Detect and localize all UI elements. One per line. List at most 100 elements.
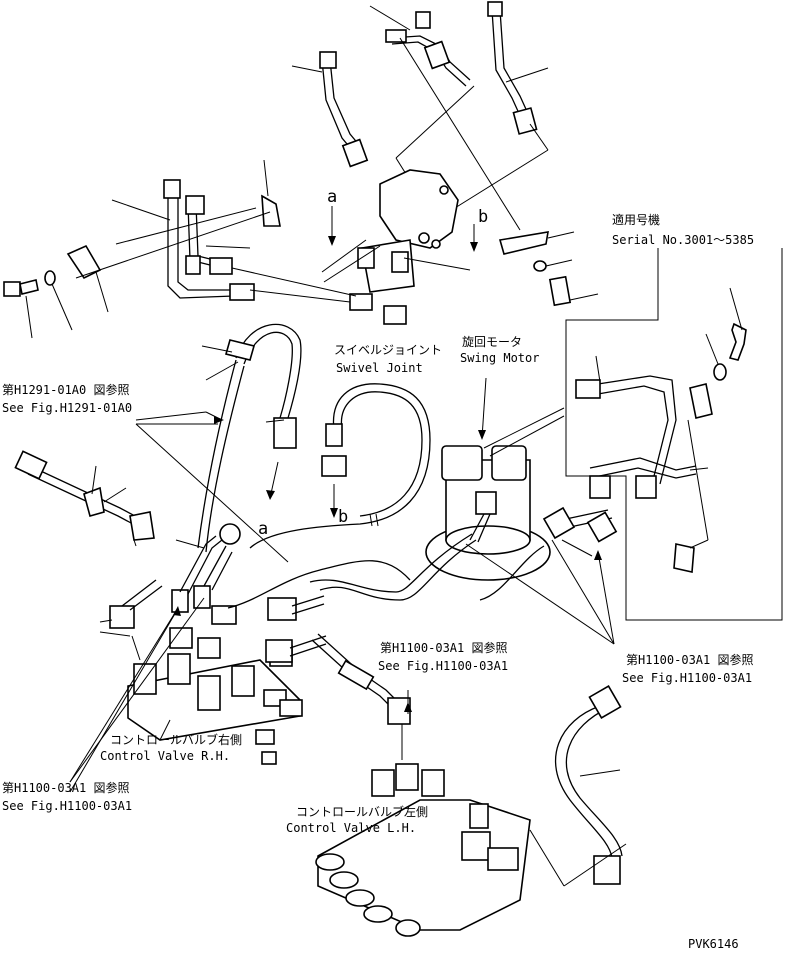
hose-clamp — [225, 339, 255, 361]
elbow-fitting — [349, 293, 373, 311]
washer — [533, 260, 547, 272]
hose-fitting — [211, 605, 237, 625]
valve-fitting — [169, 627, 193, 649]
serial-label-en: Serial No.3001～5385 — [612, 233, 754, 247]
swing-motor-label-en: Swing Motor — [460, 351, 539, 365]
clamp-bracket — [498, 231, 549, 255]
control-valve-rh-label-en: Control Valve R.H. — [100, 749, 230, 763]
valve-fitting — [469, 803, 489, 829]
control-valve-rh-label-jp: コントロールバルブ右側 — [110, 732, 242, 747]
valve-spool-end — [329, 871, 359, 889]
hose-fitting — [193, 585, 211, 609]
nut-fitting — [229, 283, 255, 301]
ref-h1100-center-en: See Fig.H1100-03A1 — [378, 659, 508, 673]
hose-fitting — [267, 597, 297, 621]
valve-spool — [231, 665, 255, 697]
center-hose-to-valve-lh — [311, 633, 412, 760]
valve-fitting — [461, 831, 491, 861]
hose-fitting — [14, 450, 48, 480]
left-upper-pipe-group — [66, 159, 357, 313]
washer — [713, 363, 727, 381]
ref-h1291-jp: 第H1291-01A0 図参照 — [2, 382, 129, 397]
washer — [44, 270, 56, 286]
hose-clamp — [83, 486, 105, 517]
pipe-bracket — [673, 543, 695, 573]
valve-spool-end — [345, 889, 375, 907]
motor-port — [441, 445, 483, 481]
control-valve-lh-label-en: Control Valve L.H. — [286, 821, 416, 835]
swivel-joint-assembly — [321, 169, 471, 325]
valve-fitting — [395, 763, 419, 791]
pipe-clamp — [385, 29, 407, 43]
serial-inset — [483, 248, 783, 621]
elbow-fitting — [185, 255, 201, 275]
swivel-joint-label-en: Swivel Joint — [336, 361, 423, 375]
nut-fitting — [589, 475, 611, 499]
hose-fitting — [588, 685, 622, 719]
elbow-fitting — [391, 251, 409, 273]
ref-h1100-left-jp: 第H1100-03A1 図参照 — [2, 780, 129, 795]
valve-spool-end — [395, 919, 421, 937]
right-bottom-hose — [554, 685, 627, 887]
hose-fitting — [265, 639, 293, 663]
ref-h1100-center-jp: 第H1100-03A1 図参照 — [380, 640, 507, 655]
hose-fitting — [542, 506, 576, 540]
valve-fitting — [197, 637, 221, 659]
valve-fitting — [371, 769, 395, 797]
upper-pipe-group — [291, 1, 549, 231]
drawing-code: PVK6146 — [688, 937, 739, 951]
hose-fitting — [273, 417, 297, 449]
valve-spool-end — [315, 853, 345, 871]
swing-motor-label-jp: 旋回モータ — [462, 335, 522, 349]
valve-port — [255, 729, 275, 745]
pipe-bracket — [261, 194, 281, 227]
arrow-label-b-top: b — [478, 207, 488, 227]
pipe-fitting — [415, 11, 431, 29]
control-valve-lh-label-jp: コントロールバルブ左側 — [296, 804, 428, 819]
right-top-bracket — [498, 231, 599, 307]
swing-motor-hoses — [309, 506, 618, 645]
motor-port — [491, 445, 527, 481]
arrow-label-a-bottom: a — [258, 519, 268, 539]
pipe-fitting — [185, 195, 205, 215]
arrow-markers-bottom: a b — [258, 461, 348, 539]
hose-clamp — [129, 511, 155, 541]
bolt-head — [3, 281, 21, 297]
valve-spool — [197, 675, 221, 711]
ref-h1100-right-en: See Fig.H1100-03A1 — [622, 671, 752, 685]
elbow-fitting — [423, 40, 451, 70]
pipe-fitting — [163, 179, 181, 199]
nut-fitting — [341, 138, 369, 168]
elbow-fitting — [383, 305, 407, 325]
ref-h1100-left-en: See Fig.H1100-03A1 — [2, 799, 132, 813]
hose-fitting — [171, 589, 189, 613]
nut-fitting — [635, 475, 657, 499]
nut-fitting — [512, 107, 538, 135]
hose-clamp — [219, 523, 241, 545]
nut-fitting — [209, 257, 233, 275]
ref-h1291-en: See Fig.H1291-01A0 — [2, 401, 132, 415]
valve-port — [279, 699, 303, 717]
central-hoses — [197, 323, 431, 553]
arrow-label-a-top: a — [327, 187, 337, 207]
valve-spool-end — [363, 905, 393, 923]
hose-fitting — [586, 511, 618, 543]
bolt-washer-left — [3, 270, 73, 339]
label-leaders — [69, 411, 224, 793]
valve-spool — [167, 653, 191, 685]
pipe-clamp-plate — [66, 244, 102, 280]
arrow-markers-top: a b — [327, 187, 488, 252]
swivel-joint-body — [379, 169, 459, 249]
valve-port — [487, 847, 519, 871]
ref-h1100-right-jp: 第H1100-03A1 図参照 — [626, 652, 753, 667]
serial-label-jp: 適用号機 — [612, 212, 660, 227]
text-labels: 適用号機 Serial No.3001～5385 第H1291-01A0 図参照… — [2, 212, 754, 951]
swing-motor-assembly — [425, 377, 551, 581]
left-middle-hose — [14, 450, 155, 547]
motor-port — [475, 491, 497, 515]
hose-fitting — [325, 423, 343, 447]
swivel-joint-label-jp: スイベルジョイント — [334, 343, 442, 357]
bolt — [548, 275, 572, 307]
hose-fitting — [337, 659, 375, 691]
